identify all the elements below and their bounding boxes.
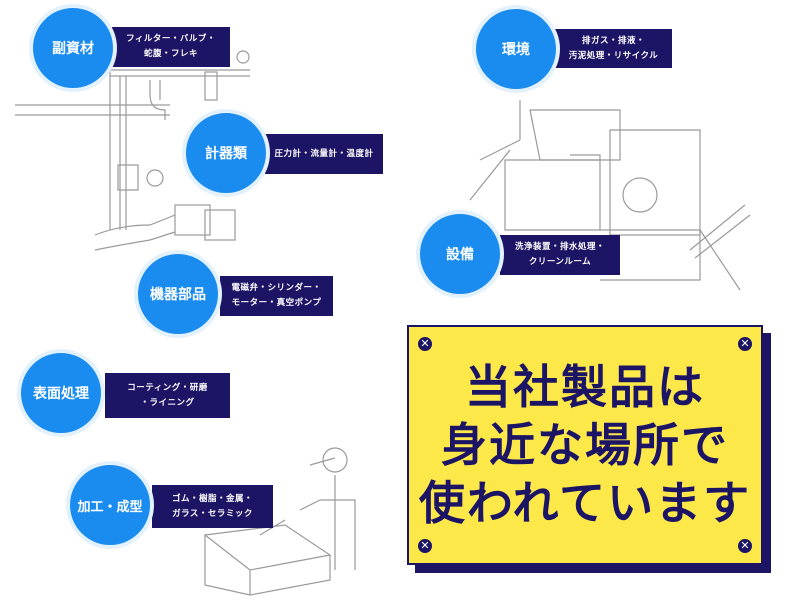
- sign-line: 使われています: [418, 476, 752, 530]
- category-detail-processing-molding: ゴム・樹脂・金属・ガラス・セラミック: [152, 485, 273, 528]
- detail-line: 排ガス・排液・: [581, 35, 645, 46]
- category-title: 表面処理: [33, 386, 89, 402]
- category-detail-equipment-parts: 電磁弁・シリンダー・モーター・真空ポンプ: [220, 276, 333, 316]
- category-detail-instruments: 圧力計・流量計・温度計: [265, 134, 383, 174]
- category-title: 機器部品: [150, 287, 206, 303]
- category-title: 副資材: [52, 41, 94, 57]
- category-circle-processing-molding: 加工・成型: [66, 461, 154, 549]
- plant-equipment-illustration: [469, 100, 751, 291]
- screw-icon: ✕: [738, 539, 752, 553]
- category-title: 計器類: [205, 146, 247, 162]
- detail-line: 洗浄装置・排水処理・: [514, 242, 605, 252]
- category-detail-environment: 排ガス・排液・汚泥処理・リサイクル: [555, 29, 672, 68]
- category-title: 加工・成型: [77, 499, 143, 515]
- headline-sign: ✕ ✕ ✕ ✕ 当社製品は 身近な場所で 使われています: [407, 325, 763, 565]
- category-circle-surface-treatment: 表面処理: [17, 349, 105, 437]
- category-circle-facilities: 設備: [416, 210, 504, 298]
- worker-illustration: [203, 447, 356, 596]
- category-circle-environment: 環境: [472, 5, 560, 93]
- category-title: 環境: [502, 42, 530, 58]
- category-title: 設備: [446, 247, 474, 263]
- sign-line: 当社製品は: [465, 360, 705, 414]
- detail-line: コーティング・研磨: [127, 382, 208, 393]
- category-detail-surface-treatment: コーティング・研磨・ライニング: [105, 373, 230, 418]
- detail-line: ガラス・セラミック: [172, 508, 253, 519]
- detail-line: ゴム・樹脂・金属・: [171, 493, 253, 504]
- category-detail-sub-materials: フィルター・バルブ・蛇腹・フレキ: [112, 27, 230, 67]
- category-circle-equipment-parts: 機器部品: [134, 250, 222, 338]
- detail-line: クリーンルーム: [528, 257, 592, 267]
- detail-line: 電磁弁・シリンダー・: [231, 283, 322, 293]
- detail-line: 汚泥処理・リサイクル: [568, 50, 659, 61]
- detail-line: フィルター・バルブ・: [126, 34, 216, 44]
- category-detail-facilities: 洗浄装置・排水処理・クリーンルーム: [500, 235, 620, 275]
- category-circle-instruments: 計器類: [182, 109, 270, 197]
- detail-line: 圧力計・流量計・温度計: [274, 148, 374, 159]
- piping-illustration: [15, 50, 250, 251]
- detail-line: ・ライニング: [140, 397, 195, 408]
- sign-line: 身近な場所で: [441, 418, 729, 472]
- detail-line: 蛇腹・フレキ: [143, 49, 198, 59]
- screw-icon: ✕: [418, 539, 432, 553]
- detail-line: モーター・真空ポンプ: [231, 298, 322, 308]
- screw-icon: ✕: [418, 337, 432, 351]
- category-circle-sub-materials: 副資材: [29, 4, 117, 92]
- screw-icon: ✕: [738, 337, 752, 351]
